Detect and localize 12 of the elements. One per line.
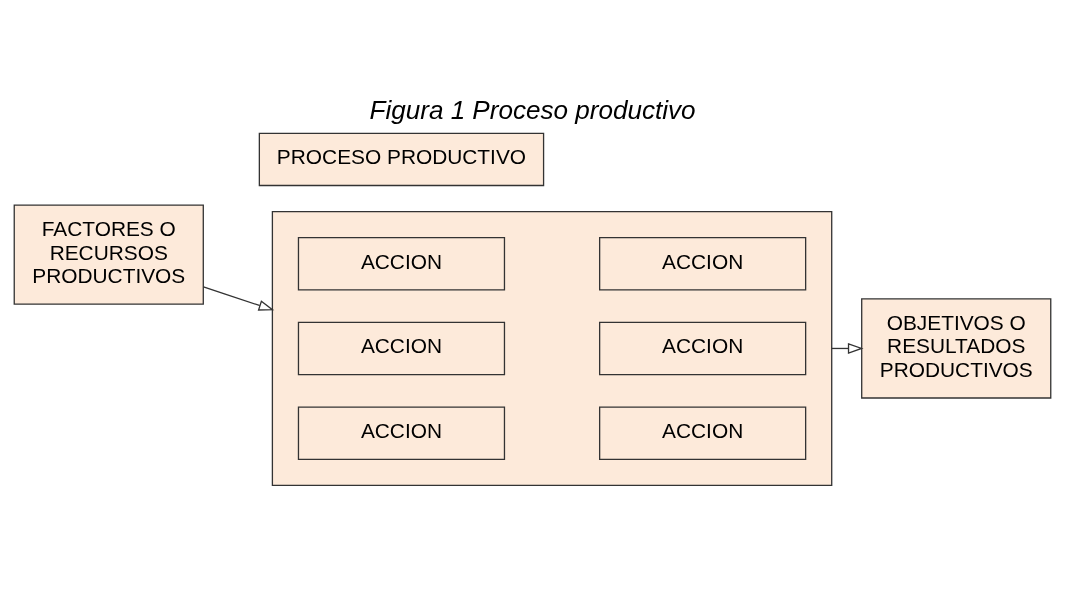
cluster <box>271 210 833 486</box>
node-box: PROCESO PRODUCTIVO <box>258 132 545 187</box>
diagram-title: Figura 1 Proceso productivo <box>369 94 696 125</box>
node-box: OBJETIVOS O RESULTADOS PRODUCTIVOS <box>861 298 1052 399</box>
node-box: ACCION <box>297 406 506 460</box>
node-box: ACCION <box>297 237 506 291</box>
node-box: ACCION <box>599 237 807 291</box>
arrow <box>202 286 275 311</box>
node-box: ACCION <box>297 321 506 376</box>
node-box: ACCION <box>599 406 807 460</box>
node-box: FACTORES O RECURSOS PRODUCTIVOS <box>13 204 204 305</box>
node-box: ACCION <box>599 321 807 376</box>
